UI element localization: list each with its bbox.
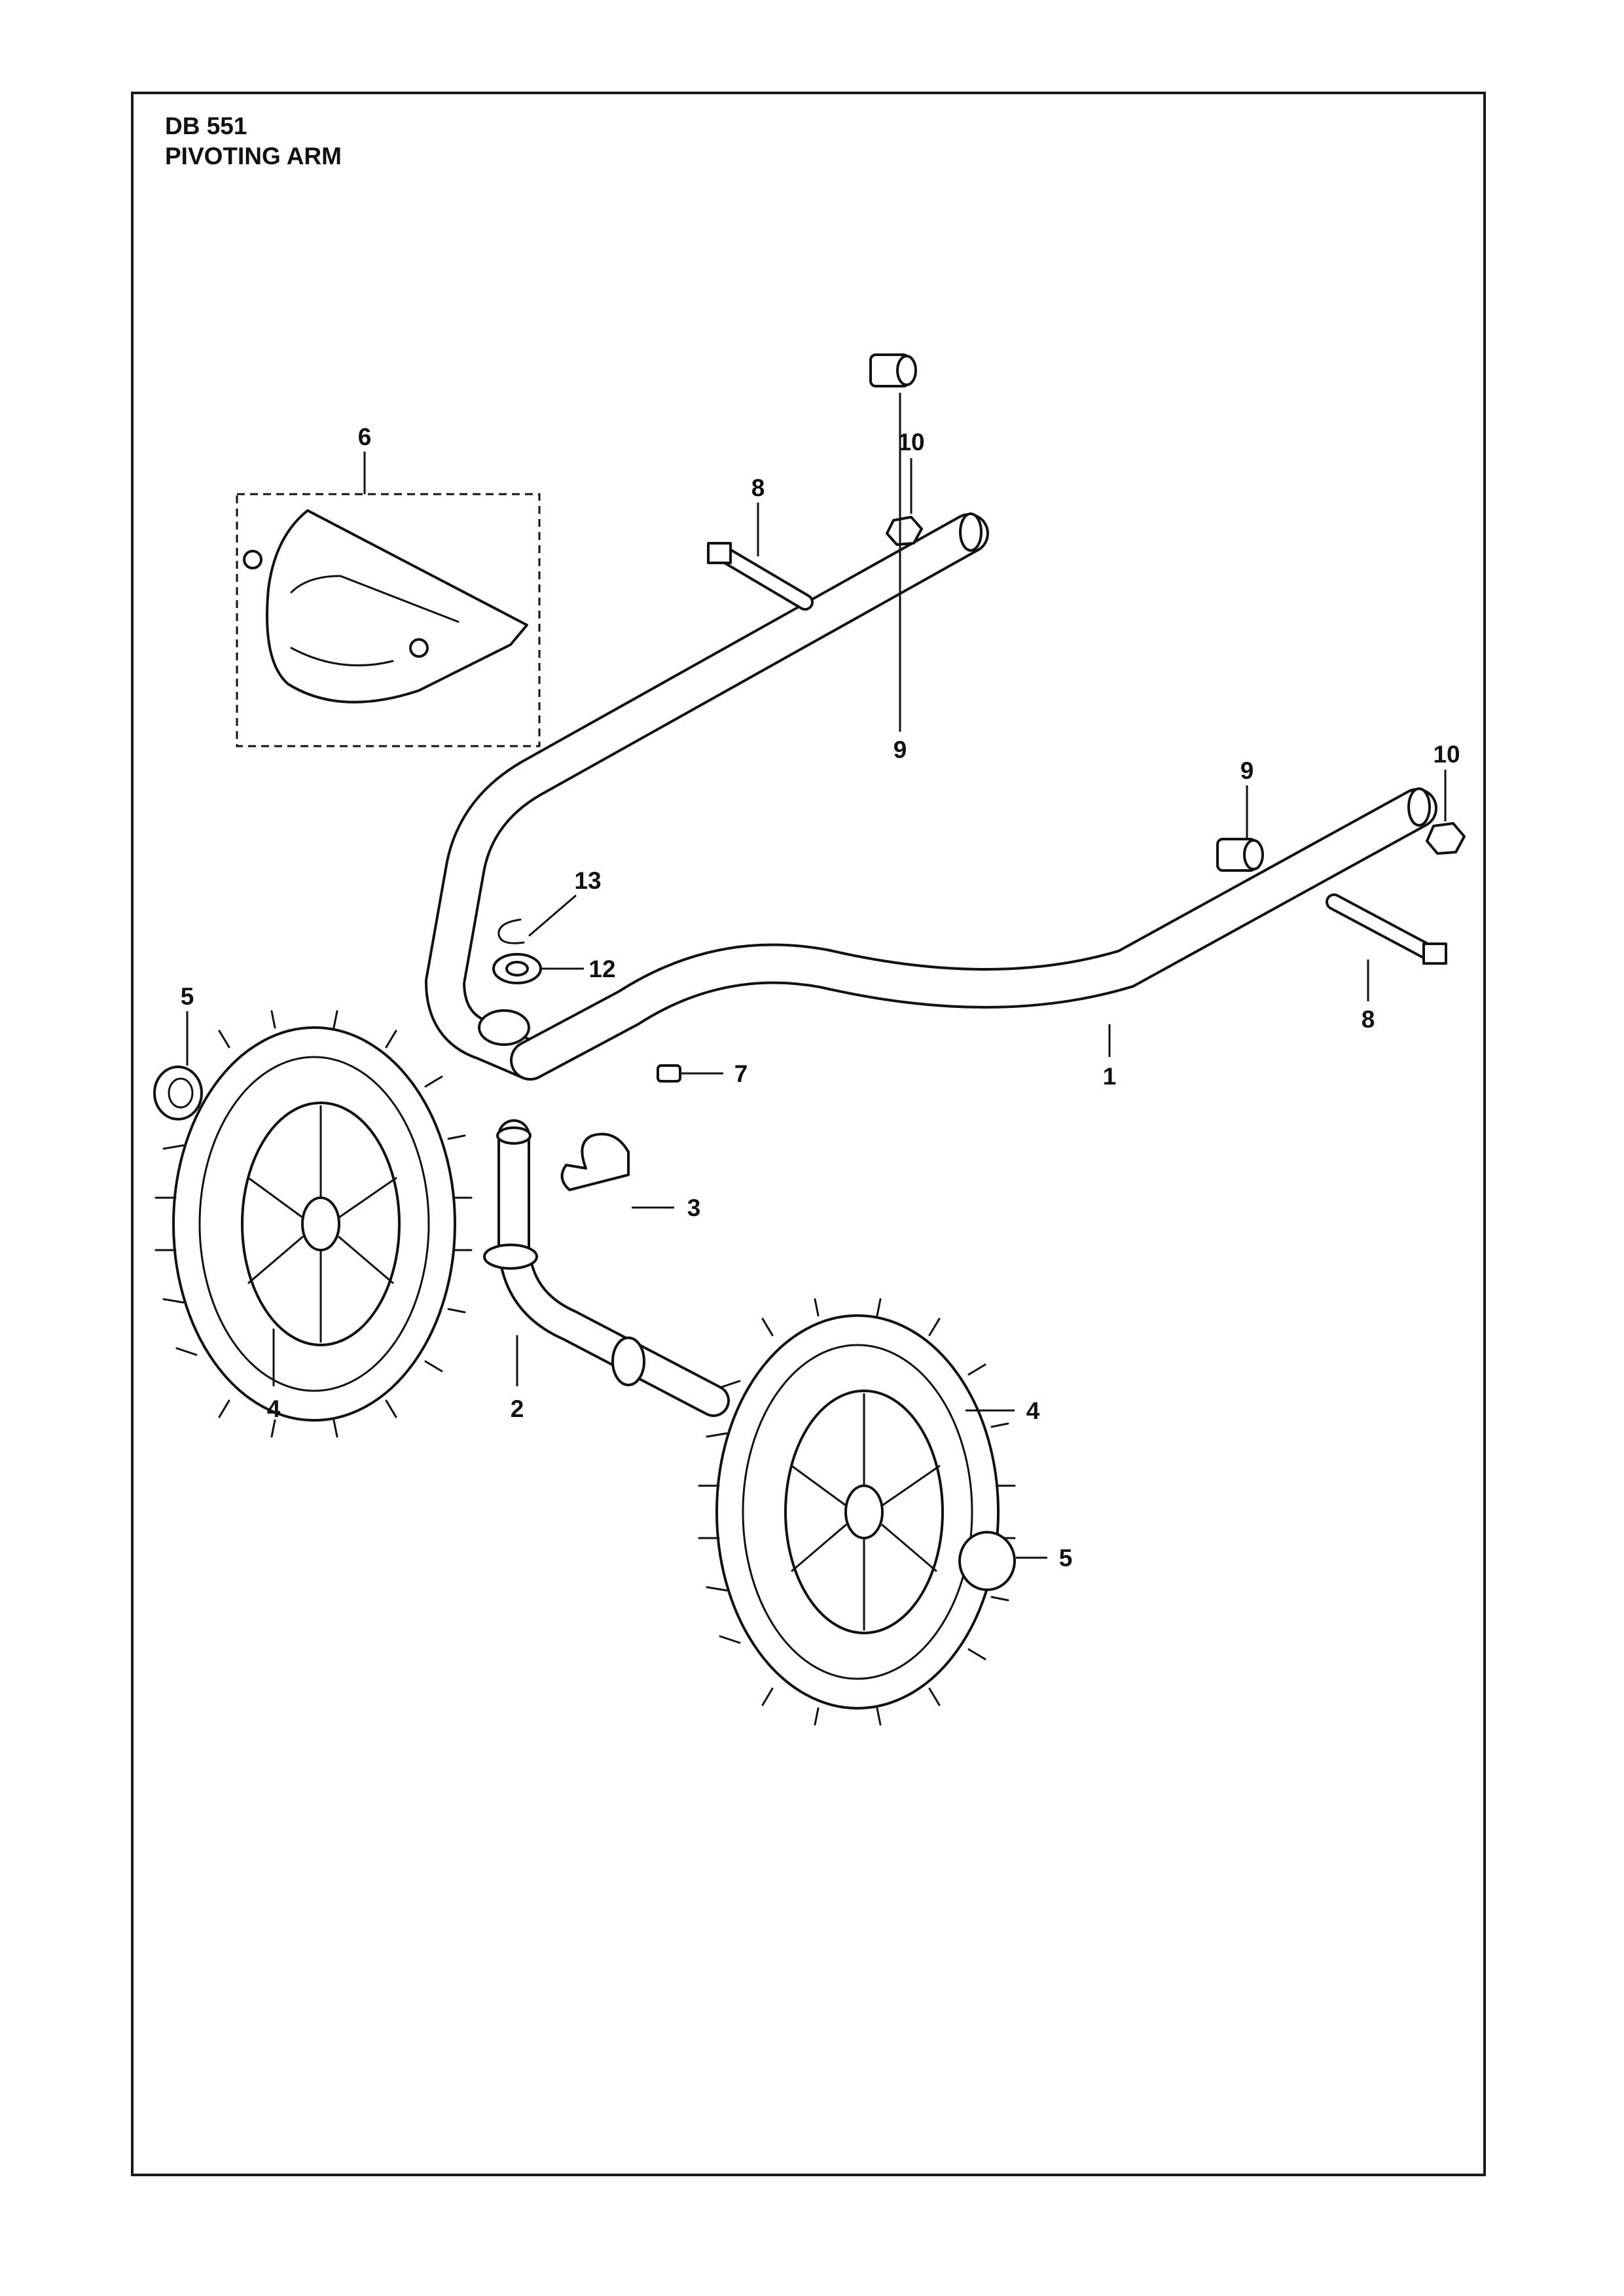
callout-10-upper: 10 [897,429,924,456]
callout-10-lower: 10 [1433,741,1460,768]
callout-9-upper: 9 [893,736,907,763]
guard-part [243,509,528,704]
callout-12: 12 [588,956,615,982]
callout-1: 1 [1103,1063,1117,1090]
wheel-left-part [154,1010,473,1438]
washer-12-part [492,953,542,984]
leader-lines [186,393,1447,1559]
model-number: DB 551 [165,113,247,139]
drawing-frame [131,92,1486,2176]
clip-part [560,1132,630,1191]
grease-nipple-part [657,1064,681,1083]
nut-upper-part [886,516,923,546]
bolt-upper-part [707,542,814,611]
callout-13: 13 [574,867,601,894]
circlip-13-part [497,918,525,944]
bolt-lower-part [1326,893,1447,965]
callout-2: 2 [511,1395,524,1422]
callout-4-right: 4 [1026,1397,1040,1424]
callout-7: 7 [734,1060,748,1087]
callout-4-left: 4 [267,1395,281,1422]
callout-3: 3 [687,1194,701,1221]
hubcap-left-part [153,1066,203,1121]
pivoting-arm-part [424,512,1437,1081]
callout-9-lower: 9 [1240,757,1254,784]
axle-part [483,1119,730,1417]
callout-8-lower: 8 [1362,1006,1375,1033]
hubcap-right-part [958,1531,1016,1591]
section-title: PIVOTING ARM [165,143,342,170]
callout-5-right: 5 [1059,1545,1073,1571]
wheel-right-part [698,1298,1016,1726]
spacer-lower-part [1216,838,1264,872]
title-block: DB 551 PIVOTING ARM [165,111,342,171]
callout-6: 6 [358,423,372,450]
callout-8-upper: 8 [751,475,765,501]
nut-lower-part [1426,822,1466,855]
guard-kit-outline [236,493,541,747]
callout-5-left: 5 [181,983,194,1010]
spacer-upper-part [869,353,917,387]
